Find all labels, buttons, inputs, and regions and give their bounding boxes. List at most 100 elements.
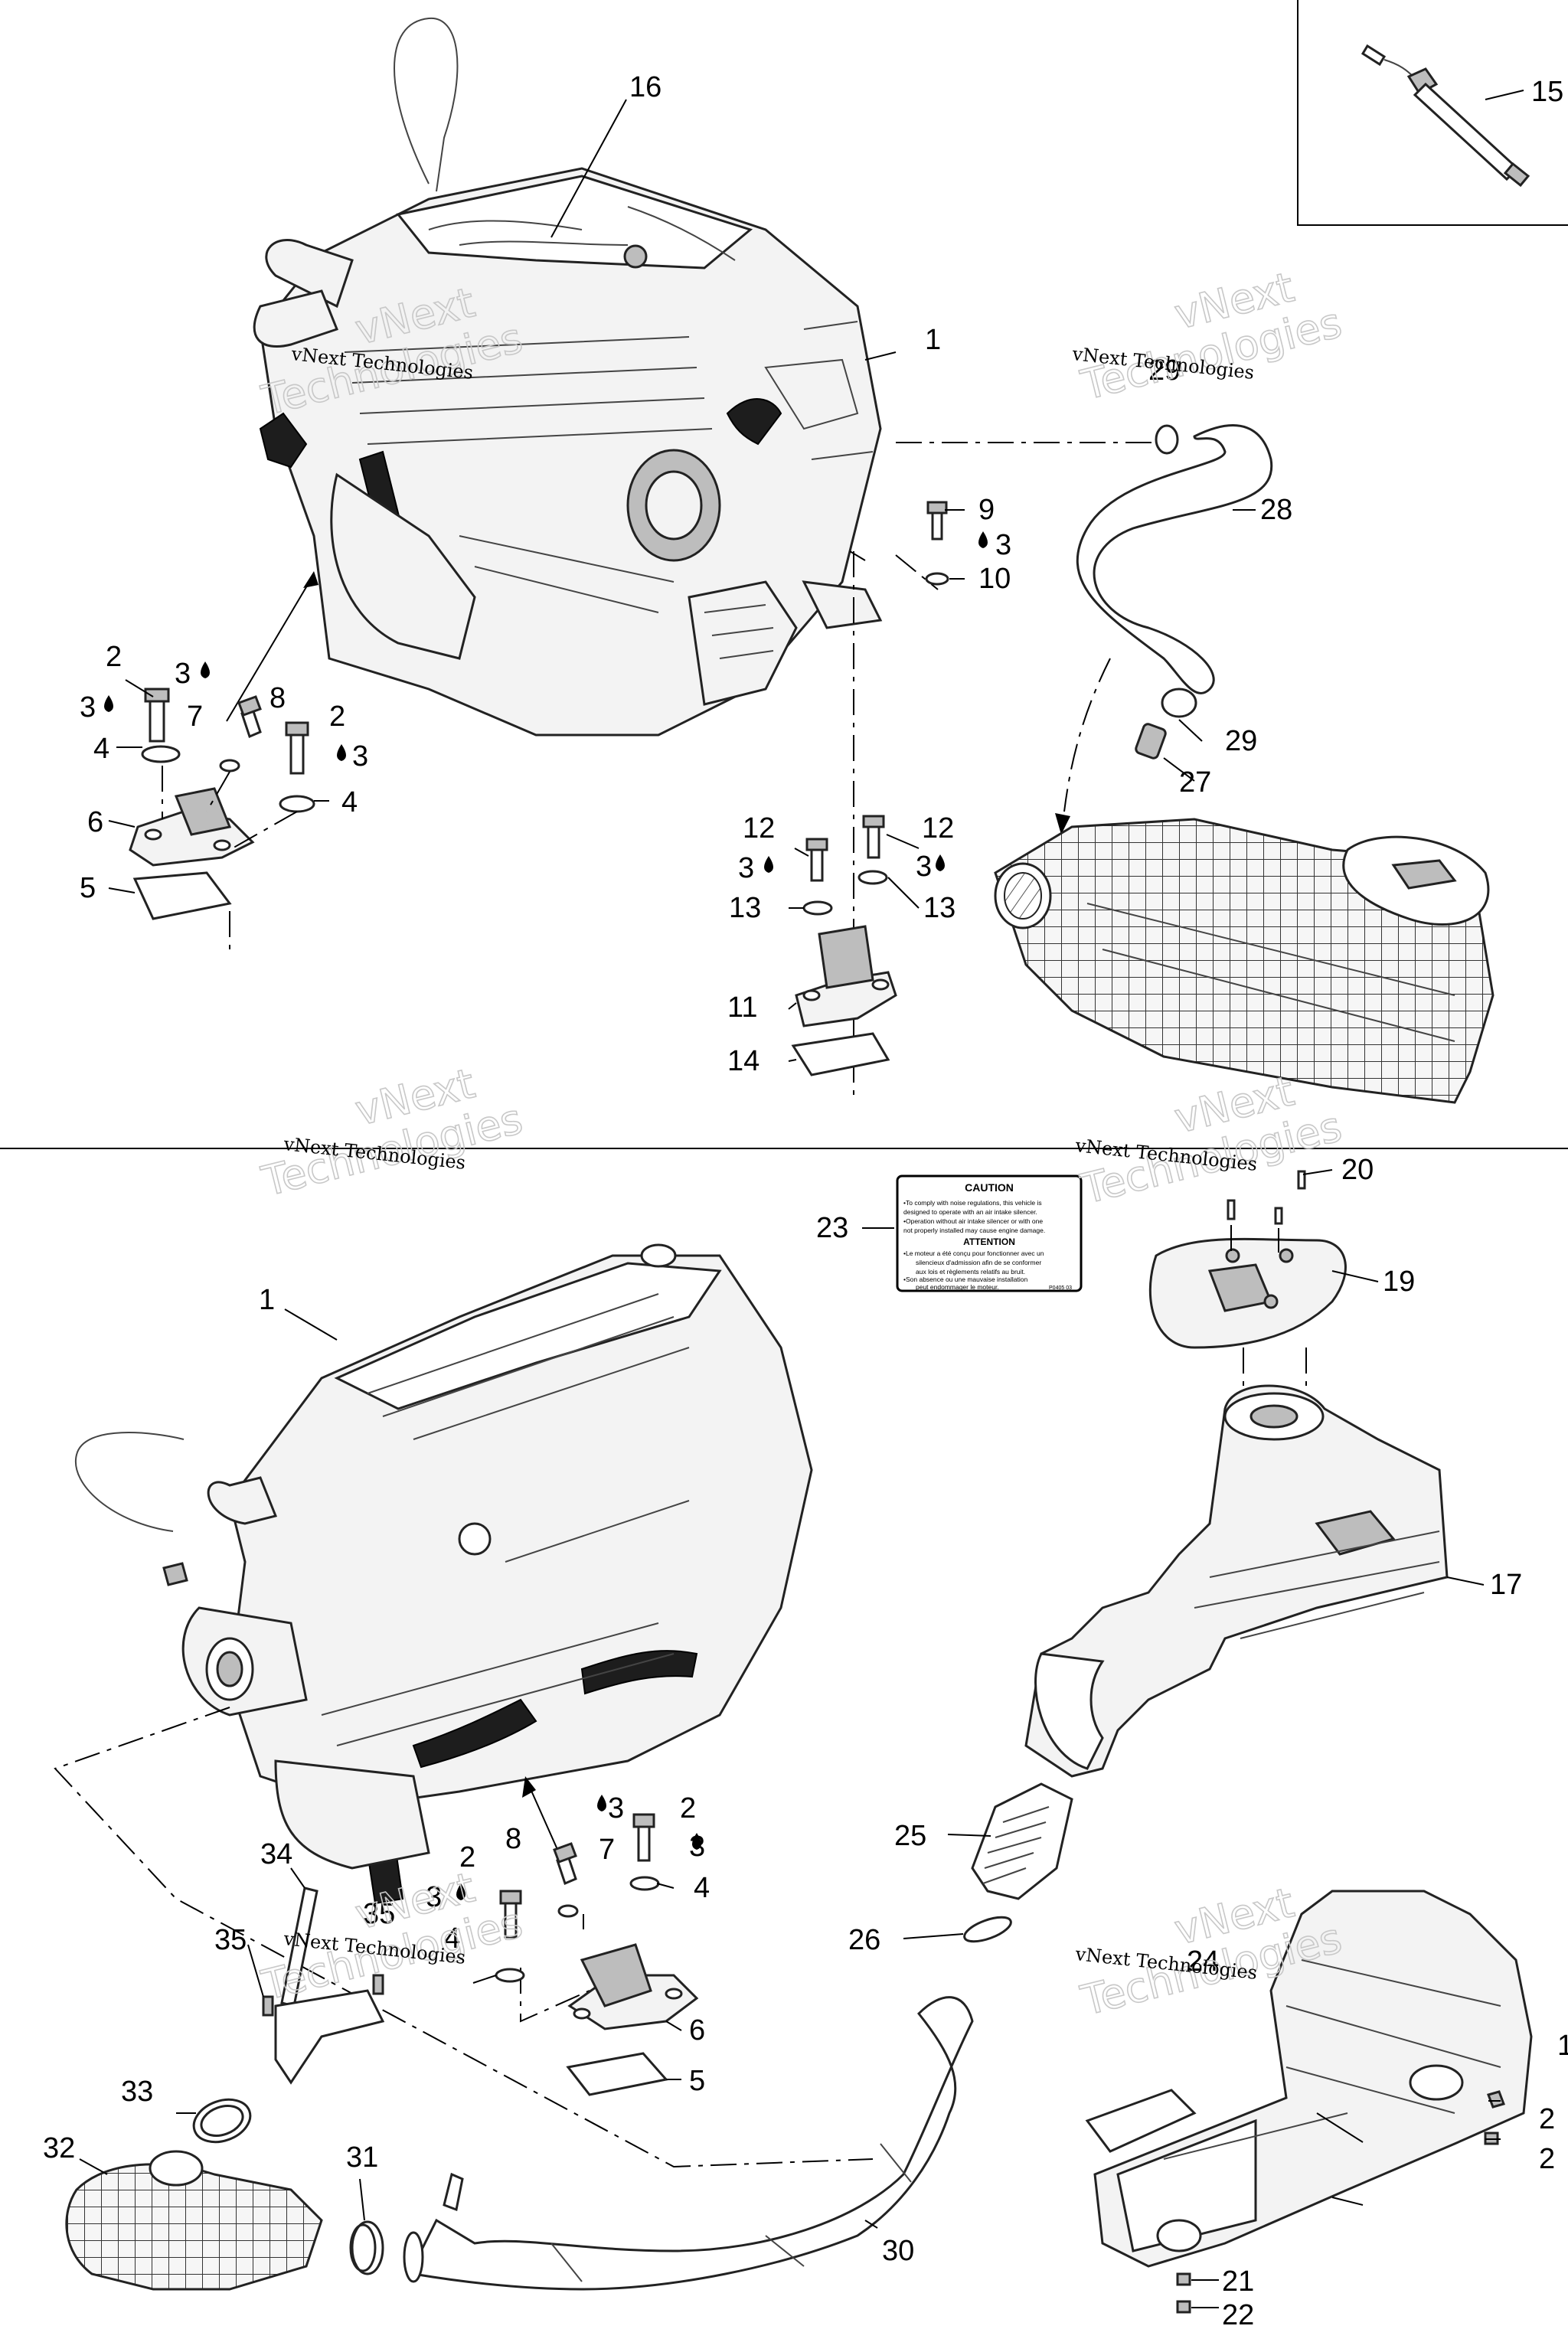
intake-sleeve <box>963 1782 1073 1943</box>
callout-27: 27 <box>1179 766 1211 799</box>
callout-2-left: 2 <box>106 641 122 673</box>
callout-3-bottom-left: 3 <box>738 852 754 884</box>
callout-20: 20 <box>1341 1154 1374 1186</box>
callout-26: 26 <box>848 1924 880 1956</box>
callout-1: 1 <box>925 324 941 356</box>
decal-caution-line-2: •Operation without air intake silencer o… <box>903 1217 1043 1225</box>
thread-locker-icon <box>337 744 346 761</box>
callout-29-top: 29 <box>1148 354 1181 387</box>
thread-locker-icons-upper <box>104 531 988 873</box>
thread-locker-icon <box>104 695 113 712</box>
callout-10: 10 <box>978 563 1011 595</box>
intake-grill <box>65 2098 323 2291</box>
callout-30: 30 <box>882 2235 914 2267</box>
mount-right-upper <box>791 815 897 1076</box>
air-silencer-upper <box>994 818 1494 1104</box>
callout-29-bottom: 29 <box>1225 725 1257 757</box>
callout-11: 11 <box>727 991 757 1024</box>
callout-6: 6 <box>87 806 103 838</box>
thread-locker-icon <box>978 531 988 548</box>
callout-19: 19 <box>1383 1266 1415 1298</box>
engine-upper <box>253 17 883 737</box>
lower-callouts: 20 23 19 1 17 8 3 2 7 3 2 34 3 4 35 4 25… <box>43 1154 1568 2331</box>
decal-attention-line-3: •Son absence ou une mauvaise installatio… <box>903 1276 1027 1283</box>
dipstick-inset <box>1297 0 1568 226</box>
callout-14: 14 <box>727 1045 760 1077</box>
callout-12-left: 12 <box>743 812 775 844</box>
callout-32: 32 <box>43 2132 75 2164</box>
clamp-31 <box>349 2220 384 2275</box>
callout-3-lower-a: 3 <box>608 1792 624 1824</box>
callout-5: 5 <box>80 872 96 904</box>
decal-caution-line-0: •To comply with noise regulations, this … <box>903 1199 1042 1207</box>
callout-12-right: 12 <box>922 812 954 844</box>
callout-2-lower-b: 2 <box>459 1841 475 1873</box>
decal-attention-line-1: silencieux d'admission afin de se confor… <box>916 1259 1041 1266</box>
thread-locker-icons-lower <box>456 1795 701 1900</box>
callout-21: 21 <box>1222 2265 1254 2298</box>
lower-leaders <box>79 1169 1501 2308</box>
callout-17: 17 <box>1490 1569 1522 1601</box>
mount-left-upper <box>129 688 315 957</box>
decal-caution-line-1: designed to operate with an air intake s… <box>903 1208 1037 1216</box>
upper-leaders <box>108 90 1524 1062</box>
callout-25: 25 <box>894 1820 926 1852</box>
thread-locker-icon <box>597 1795 606 1811</box>
callout-24: 24 <box>1187 1945 1219 1978</box>
decal-attention-line-4: peut endommager le moteur. <box>916 1283 999 1291</box>
callout-23: 23 <box>816 1212 848 1244</box>
callout-33: 33 <box>121 2076 153 2108</box>
callout-18-partial: 1 <box>1557 2030 1568 2062</box>
intake-duct <box>403 1996 974 2291</box>
thread-locker-icon <box>692 1833 701 1850</box>
callout-2-lower-a: 2 <box>680 1792 696 1824</box>
callout-16: 16 <box>629 71 662 103</box>
callout-3-right: 3 <box>352 740 368 773</box>
callout-3-lower-c: 3 <box>426 1881 442 1913</box>
callout-4-lower-a: 4 <box>694 1872 710 1904</box>
callout-2-right: 2 <box>329 701 345 733</box>
callout-35-a: 35 <box>363 1898 395 1930</box>
callout-4-left: 4 <box>93 733 109 765</box>
mount-mid-upper <box>925 501 949 586</box>
thread-locker-icon <box>201 662 210 678</box>
callout-7-lower: 7 <box>599 1834 615 1866</box>
callout-3-left-b: 3 <box>80 691 96 724</box>
callout-8: 8 <box>270 682 286 714</box>
thread-locker-icon <box>936 854 945 871</box>
callout-8-lower: 8 <box>505 1823 521 1855</box>
callout-2-lower-c: 2 <box>1539 2103 1555 2135</box>
callout-4-right: 4 <box>341 786 358 818</box>
callout-15: 15 <box>1531 76 1563 108</box>
decal-part-code: P0405 03 <box>1049 1285 1072 1291</box>
callout-28: 28 <box>1260 494 1292 526</box>
decal-caution-heading: CAUTION <box>965 1181 1014 1194</box>
callout-13-left: 13 <box>729 892 761 924</box>
silencer-cover <box>1148 1170 1347 1393</box>
thread-locker-icon <box>456 1883 466 1900</box>
callout-3-bottom-right: 3 <box>916 851 932 883</box>
callout-22: 22 <box>1222 2299 1254 2331</box>
callout-4-lower-b: 4 <box>444 1922 460 1955</box>
callout-31: 31 <box>346 2141 378 2174</box>
air-silencer-body <box>1024 1384 1449 1778</box>
callout-6-lower: 6 <box>689 2014 705 2047</box>
callout-2-lower-d: 2 <box>1539 2143 1555 2175</box>
decal-attention-line-2: aux lois et règlements relatifs au bruit… <box>916 1268 1025 1276</box>
callout-1-lower: 1 <box>259 1284 275 1316</box>
callout-3-mid: 3 <box>995 529 1011 561</box>
callout-35-b: 35 <box>214 1924 247 1956</box>
silencer-base <box>1085 1890 1533 2314</box>
decal-caution-line-3: not properly installed may cause engine … <box>903 1227 1045 1234</box>
callout-3-left-a: 3 <box>175 658 191 690</box>
decal-attention-heading: ATTENTION <box>963 1236 1015 1247</box>
engine-lower <box>74 1243 813 1905</box>
warning-decal: CAUTION •To comply with noise regulation… <box>896 1174 1083 1292</box>
decal-attention-line-0: •Le moteur a été conçu pour fonctionner … <box>903 1250 1044 1257</box>
mount-lower <box>495 1813 699 2096</box>
callout-5-lower: 5 <box>689 2065 705 2097</box>
callout-13-right: 13 <box>923 892 956 924</box>
thread-locker-icon <box>764 856 773 873</box>
callout-9: 9 <box>978 494 995 526</box>
